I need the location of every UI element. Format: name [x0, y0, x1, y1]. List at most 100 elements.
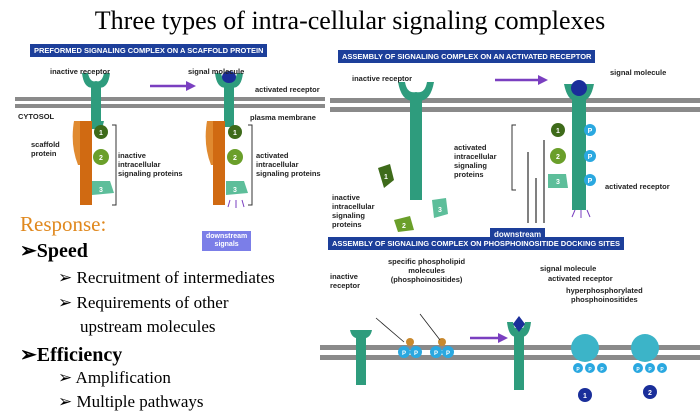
receptor-inactive-receptor-label: inactive receptor [352, 74, 413, 83]
protein-1-right [228, 125, 242, 139]
phospho-3 [584, 174, 596, 186]
protein-number-1-left: 1 [99, 130, 103, 137]
downstream-protein-1 [578, 388, 592, 402]
response-efficiency: ➢Efficiency [20, 344, 123, 366]
signal-molecule-shape [571, 80, 587, 96]
cytosol-label: CYTOSOL [18, 112, 55, 121]
membrane-line-top [320, 345, 700, 350]
protein-1-left [94, 125, 108, 139]
speed-sub-2: ➢ Requirements of other [58, 293, 229, 312]
hyper-phospho-1: P [576, 367, 580, 373]
membrane-line-bottom [15, 104, 325, 108]
phospho-label-1: P [588, 128, 593, 135]
scaffold-protein-shape-left [72, 121, 92, 205]
docked-number-1: 1 [556, 128, 560, 135]
docked-protein-3 [548, 174, 568, 188]
speed-sub-1: ➢ Recruitment of intermediates [58, 268, 275, 287]
free-protein-3 [432, 198, 448, 218]
free-protein-2 [394, 216, 414, 232]
signal-molecule-shape [222, 71, 236, 83]
inactive-receptor-shape [398, 82, 434, 200]
downstream-number-2: 2 [648, 390, 652, 397]
protein-3-left [92, 181, 114, 195]
hyper-phospho-2: P [588, 367, 592, 373]
hyper-phospho-6: P [660, 367, 664, 373]
free-number-3: 3 [438, 207, 442, 214]
hyper-phospho-4: P [636, 367, 640, 373]
speed-sub-3: upstream molecules [80, 317, 216, 336]
membrane-line-bottom [320, 355, 700, 360]
efficiency-sub-1: ➢ Amplification [58, 368, 171, 387]
pi-activated-receptor-shape [507, 316, 531, 390]
docked-protein-2 [550, 148, 566, 164]
receptor-diagram: 1 2 3 P P P 1 2 3 [330, 75, 700, 232]
downstream-number-1: 1 [583, 393, 587, 400]
scaffold-activated-receptor-label: activated receptor [255, 85, 320, 94]
protein-2-right [227, 149, 243, 165]
receptor-activated-receptor-label: activated receptor [605, 182, 670, 191]
protein-number-3-left: 3 [99, 187, 103, 194]
pi-phospho-4: P [446, 351, 450, 357]
receptor-panel-header: ASSEMBLY OF SIGNALING COMPLEX ON AN ACTI… [338, 50, 596, 63]
membrane-line-bottom [330, 107, 700, 112]
scaffold-protein-shape-right [205, 121, 225, 205]
efficiency-sub-2: ➢ Multiple pathways [58, 392, 204, 411]
scaffold-diagram: 1 2 3 1 2 3 [15, 71, 325, 208]
docked-protein-2 [631, 334, 659, 362]
phospho-2 [584, 150, 596, 162]
membrane-line-top [15, 97, 325, 101]
free-number-2: 2 [402, 223, 406, 230]
protein-2-left [93, 149, 109, 165]
pi-activated-receptor-label: activated receptor [548, 274, 613, 283]
downstream-protein-2 [643, 385, 657, 399]
free-protein-1 [378, 164, 394, 188]
pi-phospho-2: P [414, 351, 418, 357]
protein-number-1-right: 1 [233, 130, 237, 137]
docked-protein-1 [551, 123, 565, 137]
response-speed: ➢Speed [20, 240, 88, 262]
response-heading: Response: [20, 212, 107, 236]
phosphoinositide-panel-header: ASSEMBLY OF SIGNALING COMPLEX ON PHOSPHO… [328, 237, 624, 250]
activation-sparks-right [227, 199, 245, 208]
protein-number-2-right: 2 [233, 155, 237, 162]
protein-3-right [226, 181, 248, 195]
pi-phospho-3: P [434, 351, 438, 357]
plasma-membrane-label: plasma membrane [250, 113, 316, 122]
activated-receptor-shape [215, 71, 243, 127]
receptor-signal-molecule-label: signal molecule [610, 68, 667, 77]
phosphoinositide-group [398, 338, 454, 358]
phospho-label-3: P [588, 178, 593, 185]
signal-molecule-shape [513, 316, 525, 332]
activated-receptor-shape [564, 80, 594, 210]
phospho-1 [584, 124, 596, 136]
phosphoinositide-diagram: P P P P P P P P P P 1 2 [320, 313, 700, 402]
hyper-phospho-3: P [600, 367, 604, 373]
scaffold-signal-molecule-label: signal molecule [188, 67, 245, 76]
scaffold-panel-header: PREFORMED SIGNALING COMPLEX ON A SCAFFOL… [30, 44, 268, 57]
hyper-phospho-5: P [648, 367, 652, 373]
pi-signal-molecule-label: signal molecule [540, 264, 597, 273]
docked-number-3: 3 [556, 179, 560, 186]
activation-sparks [571, 209, 591, 218]
free-number-1: 1 [384, 174, 388, 181]
docked-number-2: 2 [556, 154, 560, 161]
scaffold-inactive-receptor-label: inactive receptor [50, 67, 111, 76]
membrane-line-top [330, 98, 700, 103]
protein-number-2-left: 2 [99, 155, 103, 162]
phospho-label-2: P [588, 154, 593, 161]
docked-protein-1 [571, 334, 599, 362]
slide-title: Three types of intra-cellular signaling … [94, 6, 606, 35]
protein-number-3-right: 3 [233, 187, 237, 194]
pi-inactive-receptor-shape [350, 330, 372, 385]
pi-phospho-1: P [402, 351, 406, 357]
